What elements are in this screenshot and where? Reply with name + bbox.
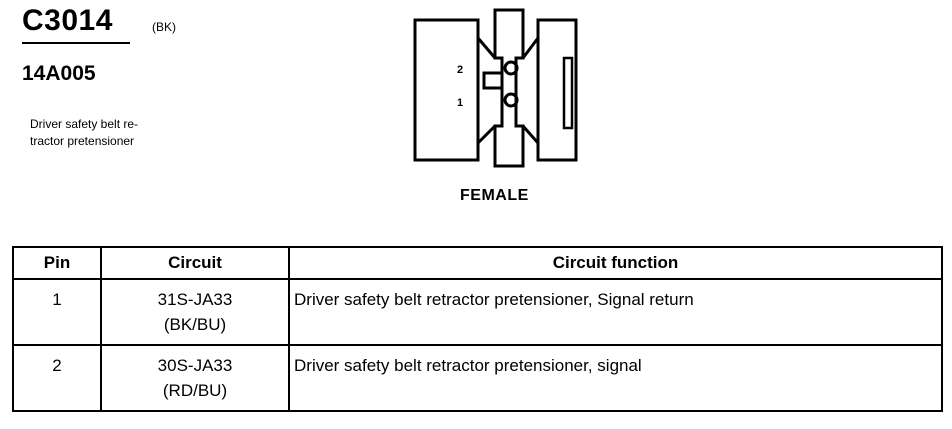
table-row: 1 31S-JA33 (BK/BU) Driver safety belt re… (12, 278, 943, 346)
pin-2-terminal (503, 60, 519, 76)
pin-2-label: 2 (457, 64, 463, 76)
connector-id: C3014 (22, 4, 130, 44)
connector-color-code: (BK) (152, 20, 176, 34)
header-circuit: Circuit (100, 246, 290, 280)
pin-1-label: 1 (457, 97, 463, 109)
connector-gender-label: FEMALE (460, 187, 529, 204)
connector-face-diagram: 2 1 (413, 8, 578, 168)
part-number: 14A005 (22, 62, 96, 85)
pinout-table: Pin Circuit Circuit function 1 31S-JA33 … (12, 246, 943, 412)
wire-color: (RD/BU) (162, 381, 228, 400)
circuit-number: 31S-JA33 (157, 290, 233, 309)
description-line: tractor pretensioner (30, 134, 135, 148)
function-cell: Driver safety belt retractor pretensione… (288, 278, 943, 346)
connector-wing-left (476, 37, 497, 145)
wire-color: (BK/BU) (163, 315, 227, 334)
connector-description: Driver safety belt re- tractor pretensio… (30, 116, 200, 150)
connector-key-notch (482, 71, 502, 90)
table-row: 2 30S-JA33 (RD/BU) Driver safety belt re… (12, 344, 943, 412)
circuit-cell: 30S-JA33 (RD/BU) (100, 344, 290, 412)
header-pin: Pin (12, 246, 102, 280)
connector-body-right (536, 18, 578, 162)
function-cell: Driver safety belt retractor pretensione… (288, 344, 943, 412)
connector-wing-right (521, 37, 540, 144)
connector-latch (562, 56, 574, 130)
table-header-row: Pin Circuit Circuit function (12, 246, 943, 280)
connector-body-left (413, 18, 480, 162)
circuit-cell: 31S-JA33 (BK/BU) (100, 278, 290, 346)
pin-1-terminal (503, 92, 519, 108)
circuit-number: 30S-JA33 (157, 356, 233, 375)
pin-cell: 2 (12, 344, 102, 412)
description-line: Driver safety belt re- (30, 117, 139, 131)
pin-cell: 1 (12, 278, 102, 346)
header-circuit-function: Circuit function (288, 246, 943, 280)
